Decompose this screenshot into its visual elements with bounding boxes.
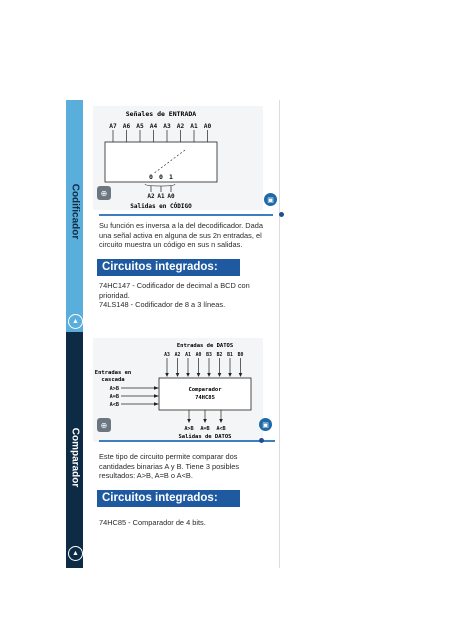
codificador-ci-list: 74HC147 - Codificador de decimal a BCD c… [99, 281, 271, 310]
input-label: B0 [238, 352, 244, 358]
up-arrow-icon: ▲ [72, 550, 79, 557]
arrow-head [238, 373, 243, 377]
arrow-head [165, 373, 169, 377]
input-label: A5 [136, 123, 144, 130]
arrow-head [187, 419, 191, 423]
image-button[interactable]: ▣ [264, 193, 277, 206]
image-button[interactable]: ▣ [259, 418, 272, 431]
output-bit: 0 [149, 173, 153, 181]
arrow-head [196, 373, 201, 377]
comparador-content: Entradas de DATOS A3 A2 A1 A0 B3 B2 B1 B0 Entra… [83, 332, 280, 568]
scroll-up-button[interactable]: ▲ [68, 546, 83, 561]
comparador-side-tab[interactable]: Comparador ▲ [66, 332, 83, 568]
comparador-tab-label: Comparador [69, 427, 80, 488]
diagram-bottom-label: Salidas en CÓDIGO [130, 203, 192, 210]
image-slider-track[interactable] [99, 440, 275, 442]
image-icon: ▣ [267, 196, 274, 204]
output-label: A=B [200, 426, 209, 432]
image-slider-handle[interactable] [259, 438, 264, 443]
arrow-head [217, 373, 222, 377]
arrow-head [175, 373, 180, 377]
arrow-head [203, 419, 207, 423]
arrow-head [219, 419, 223, 423]
comparador-ci-list: 74HC85 - Comparador de 4 bits. [99, 518, 271, 528]
output-label: A0 [167, 193, 175, 200]
input-label: A2 [175, 352, 181, 358]
input-label: A0 [196, 352, 202, 358]
arrow-head [186, 373, 190, 377]
input-label: B2 [217, 352, 223, 358]
input-label: A3 [164, 352, 170, 358]
cascade-input-label: A=B [110, 394, 119, 400]
output-label: A2 [147, 193, 155, 200]
zoom-button[interactable]: ⊕ [97, 418, 111, 432]
list-item: 74HC147 - Codificador de decimal a BCD c… [99, 281, 250, 300]
magnifier-icon: ⊕ [100, 420, 108, 430]
brace [144, 183, 176, 187]
input-label: A7 [109, 123, 117, 130]
input-label: B1 [227, 352, 233, 358]
input-label: B3 [206, 352, 212, 358]
output-label: A<B [216, 426, 225, 432]
image-slider-handle[interactable] [279, 212, 284, 217]
comparador-ci-banner: Circuitos integrados: [97, 490, 240, 507]
arrow-head [154, 402, 159, 406]
list-item: 74HC85 - Comparador de 4 bits. [99, 518, 206, 527]
comparador-panel: Comparador ▲ Entradas de DATOS A3 A2 A1 A0 B… [66, 332, 280, 568]
diagram-title: Entradas de DATOS [177, 343, 233, 349]
input-label: A0 [204, 123, 212, 130]
codificador-tab-label: Codificador [69, 183, 80, 240]
diagram-title: Señales de ENTRADA [126, 110, 197, 118]
arrow-head [207, 373, 211, 377]
codificador-description: Su función es inversa a la del decodific… [99, 221, 263, 250]
arrow-head [228, 373, 232, 377]
input-label: A3 [163, 123, 171, 130]
scroll-up-button[interactable]: ▲ [68, 314, 83, 329]
cascade-label: cascada [101, 377, 124, 383]
codificador-side-tab[interactable]: Codificador ▲ [66, 100, 83, 332]
comparator-diagram: Entradas de DATOS A3 A2 A1 A0 B3 B2 B1 B0 Entra… [93, 338, 263, 442]
codificador-ci-banner: Circuitos integrados: [97, 259, 240, 276]
output-bit: 0 [159, 173, 163, 181]
comparador-description: Este tipo de circuito permite comparar d… [99, 452, 240, 481]
chip-label: Comparador [188, 387, 222, 393]
chip-label: 74HC85 [195, 395, 215, 401]
cascade-label: Entradas en [95, 370, 131, 376]
input-label: A6 [123, 123, 131, 130]
cascade-input-label: A<B [110, 402, 119, 408]
arrow-head [154, 386, 159, 390]
input-label: A4 [150, 123, 158, 130]
output-label: A1 [157, 193, 165, 200]
image-icon: ▣ [262, 421, 269, 429]
up-arrow-icon: ▲ [72, 318, 79, 325]
magnifier-icon: ⊕ [100, 188, 108, 198]
input-label: A1 [185, 352, 191, 358]
output-bit: 1 [169, 173, 173, 181]
diagram-bottom-label: Salidas de DATOS [179, 434, 232, 440]
output-label: A>B [184, 426, 193, 432]
input-label: A1 [190, 123, 198, 130]
zoom-button[interactable]: ⊕ [97, 186, 111, 200]
cascade-input-label: A>B [110, 386, 119, 392]
list-item: 74LS148 - Codificador de 8 a 3 líneas. [99, 300, 226, 310]
input-label: A2 [177, 123, 185, 130]
arrow-head [154, 394, 159, 398]
image-slider-track[interactable] [99, 214, 273, 216]
